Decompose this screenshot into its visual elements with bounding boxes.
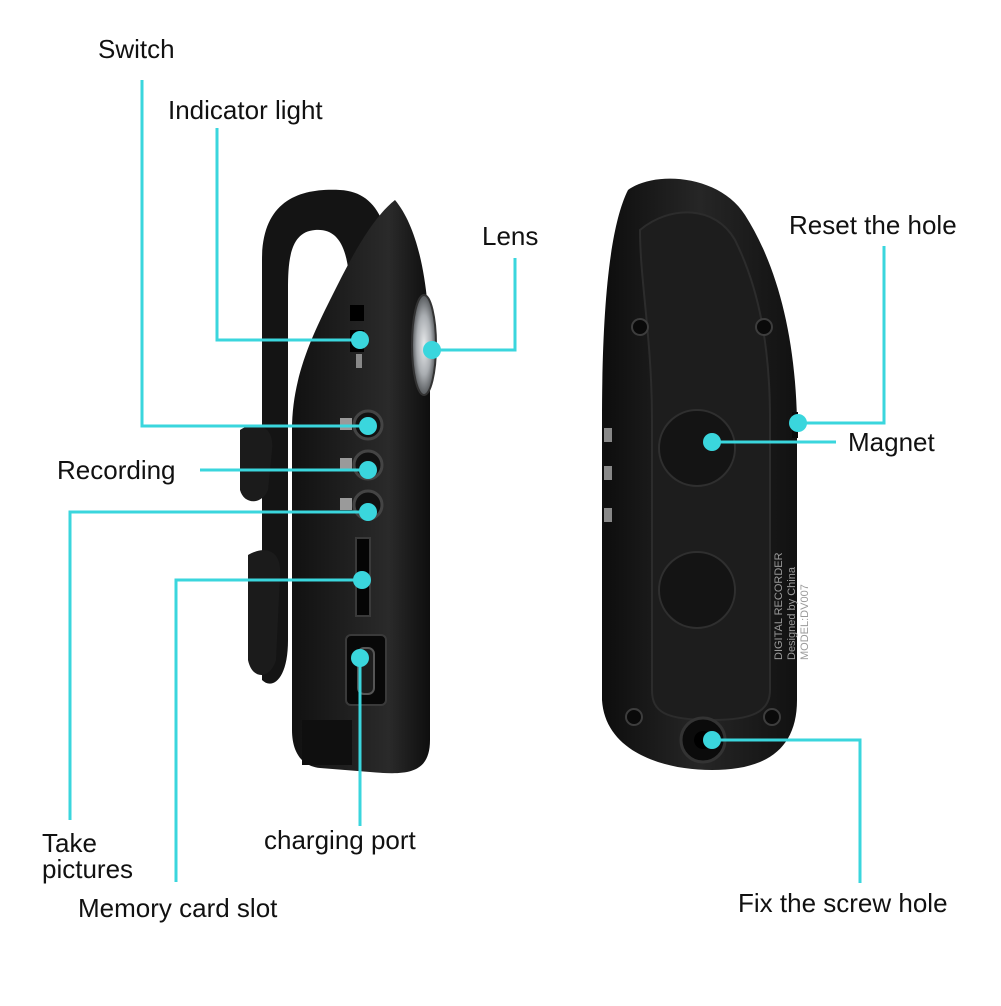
callout-indicator bbox=[215, 128, 360, 342]
dot-memory bbox=[353, 571, 371, 589]
dot-indicator bbox=[351, 331, 369, 349]
left-device bbox=[240, 189, 437, 774]
callout-reset bbox=[798, 246, 886, 425]
label-indicator-light: Indicator light bbox=[168, 95, 323, 125]
callouts bbox=[68, 80, 886, 883]
label-charging-port: charging port bbox=[264, 825, 416, 855]
label-lens: Lens bbox=[482, 221, 539, 251]
callout-take-pictures bbox=[68, 510, 368, 820]
label-reset-hole: Reset the hole bbox=[789, 210, 957, 240]
dot-screw bbox=[703, 731, 721, 749]
device-text-line2: Designed by China bbox=[786, 566, 798, 660]
side-mark-2 bbox=[604, 466, 612, 480]
dot-take-pictures bbox=[359, 503, 377, 521]
label-switch: Switch bbox=[98, 34, 175, 64]
device-text-line1: DIGITAL RECORDER bbox=[773, 552, 785, 660]
screw-top-left bbox=[631, 318, 649, 336]
callout-memory bbox=[174, 578, 362, 882]
bottom-stub bbox=[302, 720, 352, 765]
label-recording: Recording bbox=[57, 455, 176, 485]
dot-recording bbox=[359, 461, 377, 479]
side-mark-3 bbox=[604, 508, 612, 522]
switch-mark bbox=[356, 354, 362, 368]
callout-screw bbox=[712, 738, 862, 883]
device-text-line3: MODEL:DV007 bbox=[799, 584, 811, 660]
label-memory-card-slot: Memory card slot bbox=[78, 893, 278, 923]
button-mark-1 bbox=[340, 418, 352, 430]
callout-switch bbox=[140, 80, 368, 428]
dot-charging bbox=[351, 649, 369, 667]
screw-bottom-left bbox=[625, 708, 643, 726]
device-label-text: DIGITAL RECORDER Designed by China MODEL… bbox=[773, 552, 811, 660]
button-mark-2 bbox=[340, 458, 352, 470]
label-fix-screw-hole: Fix the screw hole bbox=[738, 888, 948, 918]
label-take-pictures: Take pictures bbox=[42, 828, 134, 884]
dot-magnet bbox=[703, 433, 721, 451]
indicator-slot bbox=[350, 305, 364, 321]
label-magnet: Magnet bbox=[848, 427, 935, 457]
callout-lens bbox=[432, 258, 517, 352]
dot-lens bbox=[423, 341, 441, 359]
callout-dots bbox=[351, 331, 807, 749]
clip-tab-lower bbox=[248, 550, 281, 675]
right-device: DIGITAL RECORDER Designed by China MODEL… bbox=[602, 178, 811, 770]
magnet-upper bbox=[658, 409, 736, 487]
clip-tab-upper bbox=[240, 425, 273, 502]
left-body bbox=[292, 200, 430, 774]
screw-top-right bbox=[755, 318, 773, 336]
dot-reset bbox=[789, 414, 807, 432]
dot-switch bbox=[359, 417, 377, 435]
screw-bottom-right bbox=[763, 708, 781, 726]
magnet-lower bbox=[658, 551, 736, 629]
button-mark-3 bbox=[340, 498, 352, 510]
side-mark-1 bbox=[604, 428, 612, 442]
